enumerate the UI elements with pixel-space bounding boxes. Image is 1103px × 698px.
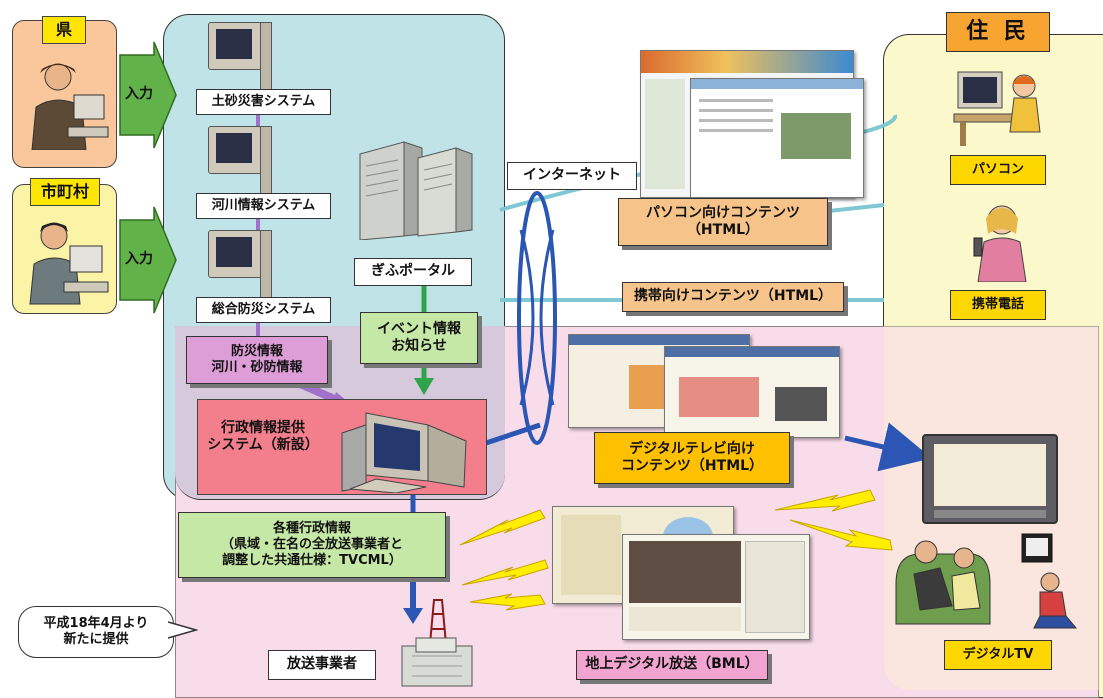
pc-contents-label: パソコン向けコンテンツ （HTML） xyxy=(618,198,828,246)
input-label-prefecture: 入力 xyxy=(125,86,153,103)
prefecture-label: 県 xyxy=(42,16,86,44)
admin-system-computer-illustration xyxy=(336,403,476,494)
since-note-callout: 平成18年4月より 新たに提供 xyxy=(18,606,174,658)
resident-dtv-label: デジタルTV xyxy=(944,640,1052,670)
internet-label: インターネット xyxy=(507,162,637,190)
portal-server-illustration xyxy=(352,136,474,241)
mobile-contents-label: 携帯向けコンテンツ（HTML） xyxy=(622,282,844,312)
residents-title: 住 民 xyxy=(946,12,1050,52)
input-label-municipality: 入力 xyxy=(125,251,153,268)
pc-web-screenshot-front xyxy=(690,78,864,198)
disaster-info-label: 防災情報 河川・砂防情報 xyxy=(186,336,328,384)
input-arrows xyxy=(119,41,177,314)
municipality-staff-illustration xyxy=(20,214,110,309)
digital-tv-illustration xyxy=(922,434,1058,524)
sediment-system-label: 土砂災害システム xyxy=(196,89,331,115)
family-watching-tv-illustration xyxy=(890,524,1086,634)
municipality-label: 市町村 xyxy=(30,178,100,206)
admin-system-label: 行政情報提供 システム（新設） xyxy=(207,419,319,454)
bml-screenshot-front xyxy=(622,534,810,640)
terrestrial-broadcast-label: 地上デジタル放送（BML） xyxy=(576,650,768,680)
river-system-label: 河川情報システム xyxy=(196,193,331,219)
dtv-contents-label: デジタルテレビ向け コンテンツ（HTML） xyxy=(594,432,790,484)
resident-pc-user-illustration xyxy=(950,62,1050,148)
event-info-label: イベント情報 お知らせ xyxy=(360,312,478,364)
gifu-portal-label: ぎふポータル xyxy=(354,258,472,286)
disaster-system-label: 総合防災システム xyxy=(196,297,331,323)
since-note-pointer xyxy=(168,621,198,639)
prefecture-staff-illustration xyxy=(20,55,110,151)
resident-pc-label: パソコン xyxy=(950,155,1046,185)
admin-info-label: 各種行政情報 （県域・在名の全放送事業者と 調整した共通仕様：TVCML） xyxy=(178,512,446,578)
broadcast-tower-illustration xyxy=(392,594,484,690)
broadcaster-label: 放送事業者 xyxy=(268,650,376,680)
resident-mobile-label: 携帯電話 xyxy=(950,290,1046,320)
resident-mobile-user-illustration xyxy=(950,194,1050,283)
dtv-screenshot-front xyxy=(664,346,840,438)
